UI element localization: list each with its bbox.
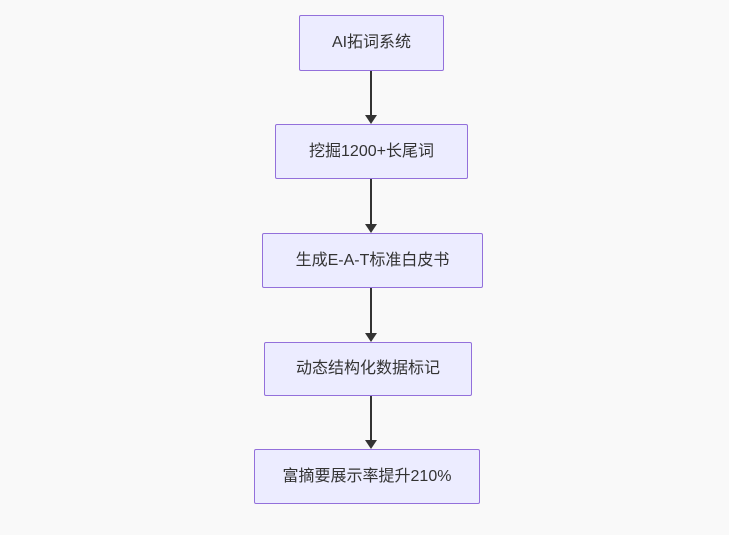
flow-arrow-a-b [365,71,377,124]
arrow-head-icon [365,440,377,449]
arrow-head-icon [365,115,377,124]
arrow-head-icon [365,333,377,342]
node-label: 生成E-A-T标准白皮书 [295,251,450,269]
flow-arrow-d-e [365,396,377,449]
flow-arrow-b-c [365,179,377,233]
node-label: 富摘要展示率提升210% [282,467,452,485]
arrow-head-icon [365,224,377,233]
node-rich-snippet-rate-increase: 富摘要展示率提升210% [254,449,480,504]
node-dynamic-structured-data-markup: 动态结构化数据标记 [264,342,472,396]
node-ai-keyword-expansion-system: AI拓词系统 [299,15,444,71]
node-longtail-keyword-mining: 挖掘1200+长尾词 [275,124,468,179]
node-label: 动态结构化数据标记 [295,360,440,377]
node-eat-standard-whitepaper: 生成E-A-T标准白皮书 [262,233,483,288]
arrow-line [370,71,372,116]
node-label: AI拓词系统 [331,34,412,51]
flow-arrow-c-d [365,288,377,342]
arrow-line [370,288,372,334]
arrow-line [370,179,372,225]
node-label: 挖掘1200+长尾词 [309,142,434,160]
arrow-line [370,396,372,441]
